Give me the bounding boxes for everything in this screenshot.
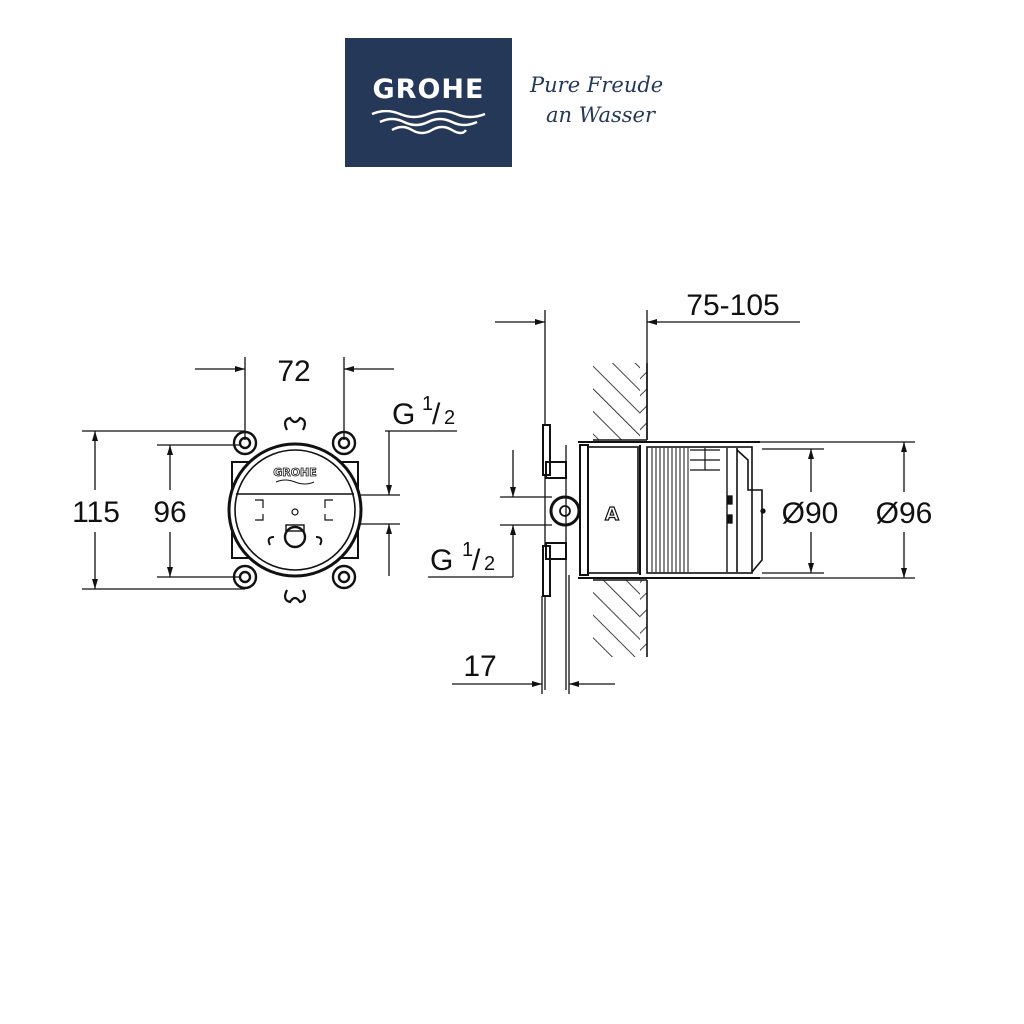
body-label-a: A (605, 504, 619, 525)
height-dim-96: 96 (153, 496, 186, 529)
svg-text:G: G (430, 544, 453, 577)
svg-text:/: / (432, 398, 441, 431)
svg-text:2: 2 (484, 553, 495, 575)
svg-text:2: 2 (444, 407, 455, 429)
offset-dim-17: 17 (463, 650, 496, 683)
side-view (428, 310, 915, 694)
svg-text:/: / (472, 544, 481, 577)
diameter-dim-96: Ø96 (876, 497, 933, 530)
svg-text:G: G (392, 398, 415, 431)
svg-text:1: 1 (422, 393, 433, 415)
width-dim-72: 72 (277, 355, 310, 388)
connection-label-lower: G 1 / 2 (430, 539, 495, 577)
grohe-logo: GROHE (345, 38, 512, 167)
plate-logo: GROHE (273, 466, 317, 479)
waves-icon (371, 110, 486, 135)
svg-text:1: 1 (462, 539, 473, 561)
height-dim-115: 115 (72, 496, 120, 529)
depth-dim-75-105: 75-105 (686, 289, 779, 322)
front-view: GROHE (82, 357, 457, 604)
slogan-line-1: Pure Freude (530, 73, 664, 97)
slogan-line-2: an Wasser (546, 103, 656, 127)
diameter-dim-90: Ø90 (782, 497, 839, 530)
logo-wordmark: GROHE (372, 74, 485, 105)
brand-slogan: Pure Freude an Wasser (530, 70, 663, 130)
connection-label-upper: G 1 / 2 (392, 393, 455, 431)
